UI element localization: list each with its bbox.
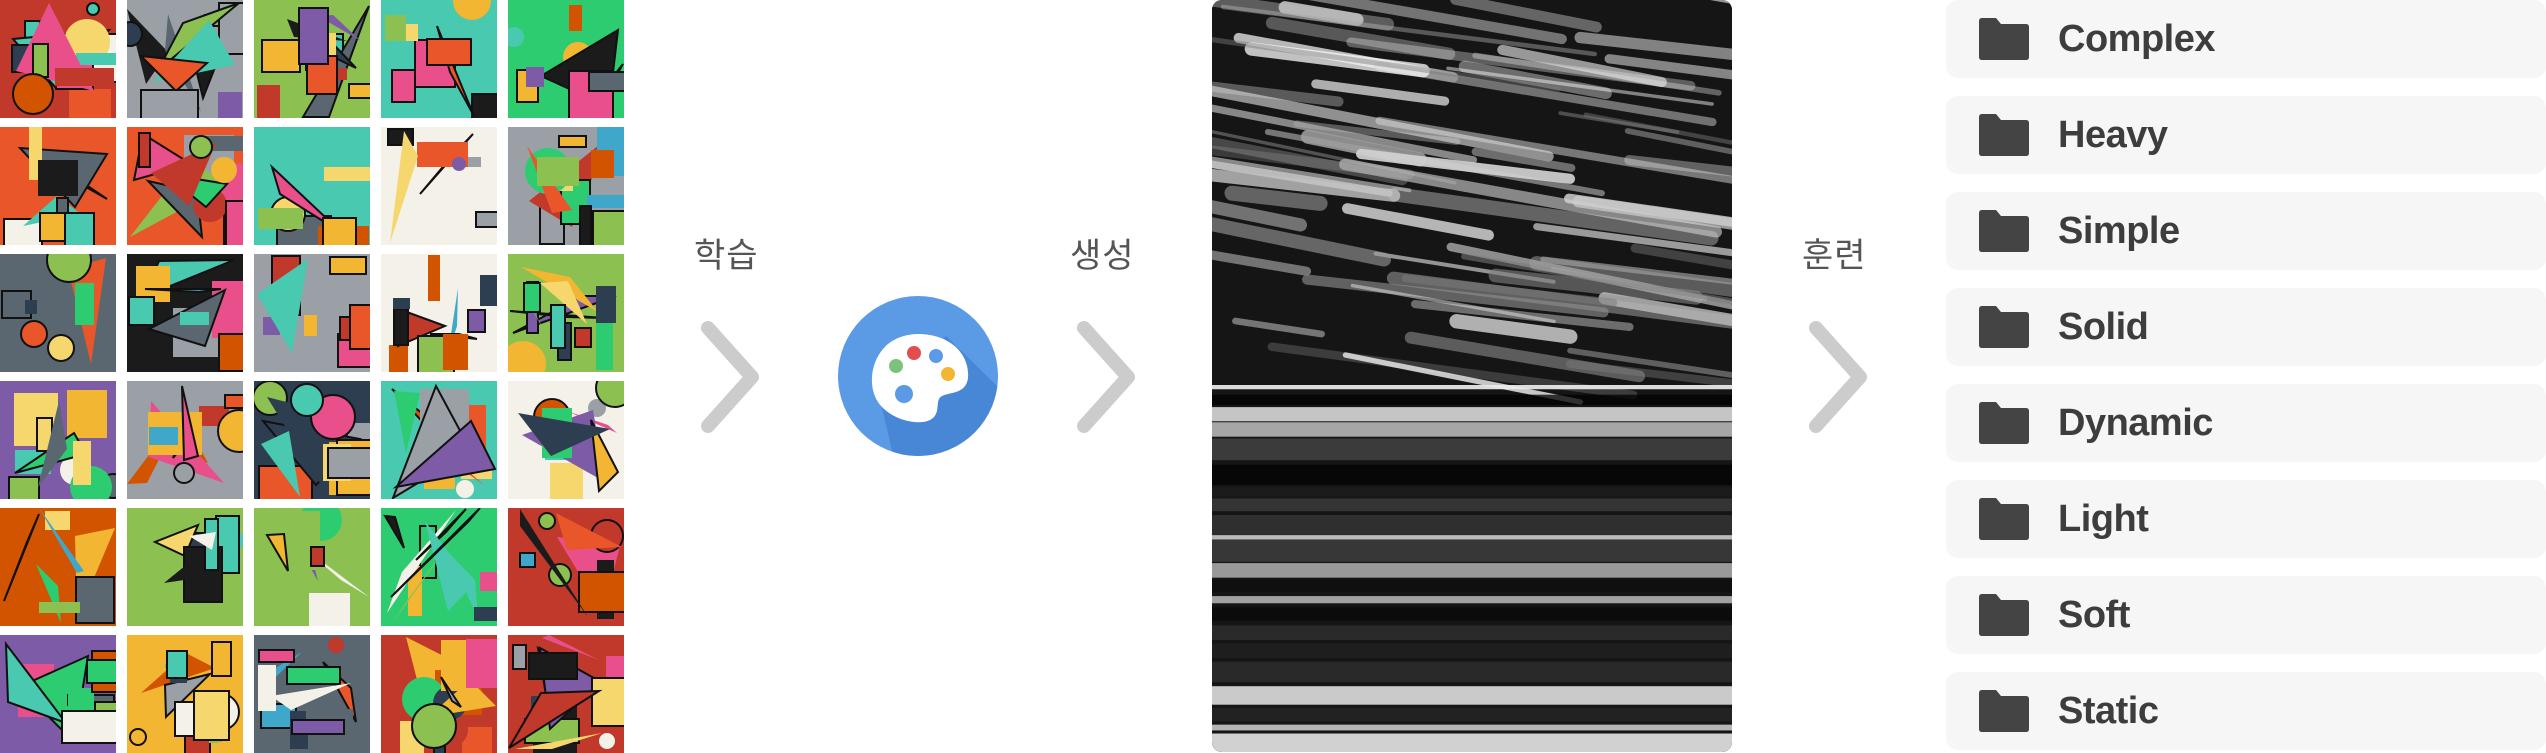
- training-thumbnail: [0, 127, 116, 245]
- step-label-train: 훈련: [1802, 236, 1867, 276]
- palette-icon: [838, 296, 998, 456]
- folder-icon: [1979, 114, 2029, 156]
- chevron-right-icon: [1809, 321, 1867, 433]
- folder-label: Light: [2058, 497, 2149, 540]
- folder-item-solid[interactable]: Solid: [1946, 288, 2546, 366]
- folder-item-light[interactable]: Light: [1946, 480, 2546, 558]
- folder-label: Dynamic: [2058, 401, 2213, 444]
- folder-icon: [1979, 306, 2029, 348]
- training-thumbnail: [381, 0, 497, 118]
- folder-item-heavy[interactable]: Heavy: [1946, 96, 2546, 174]
- folder-item-simple[interactable]: Simple: [1946, 192, 2546, 270]
- training-thumbnail: [381, 508, 497, 626]
- chevron-right-icon: [701, 321, 759, 433]
- chevron-right-icon: [1077, 321, 1135, 433]
- training-thumbnail: [127, 508, 243, 626]
- training-thumbnail: [508, 635, 624, 753]
- folder-label: Simple: [2058, 209, 2180, 252]
- training-thumbnail: [508, 508, 624, 626]
- step-label-generate: 생성: [1070, 236, 1135, 276]
- training-thumbnail: [127, 127, 243, 245]
- folder-icon: [1979, 498, 2029, 540]
- folder-icon: [1979, 594, 2029, 636]
- training-thumbnail: [254, 254, 370, 372]
- training-thumbnail: [127, 0, 243, 118]
- folder-icon: [1979, 402, 2029, 444]
- folder-label: Soft: [2058, 593, 2130, 636]
- training-thumbnail: [254, 0, 370, 118]
- training-thumbnail: [127, 381, 243, 499]
- training-thumbnail: [0, 381, 116, 499]
- training-thumbnail: [254, 381, 370, 499]
- training-image-grid: [0, 0, 624, 753]
- generated-image: [1212, 0, 1732, 752]
- folder-label: Heavy: [2058, 113, 2168, 156]
- training-thumbnail: [508, 0, 624, 118]
- folder-item-dynamic[interactable]: Dynamic: [1946, 384, 2546, 462]
- folder-label: Solid: [2058, 305, 2149, 348]
- training-thumbnail: [381, 635, 497, 753]
- folder-icon: [1979, 18, 2029, 60]
- training-thumbnail: [0, 254, 116, 372]
- training-thumbnail: [127, 635, 243, 753]
- training-thumbnail: [381, 127, 497, 245]
- training-thumbnail: [0, 0, 116, 118]
- training-thumbnail: [254, 508, 370, 626]
- training-thumbnail: [0, 508, 116, 626]
- folder-label: Static: [2058, 689, 2159, 732]
- training-thumbnail: [254, 127, 370, 245]
- step-label-learn: 학습: [694, 236, 759, 276]
- training-thumbnail: [381, 254, 497, 372]
- training-thumbnail: [508, 254, 624, 372]
- folder-icon: [1979, 690, 2029, 732]
- folder-icon: [1979, 210, 2029, 252]
- folder-item-static[interactable]: Static: [1946, 672, 2546, 750]
- folder-item-soft[interactable]: Soft: [1946, 576, 2546, 654]
- training-thumbnail: [381, 381, 497, 499]
- training-thumbnail: [254, 635, 370, 753]
- training-thumbnail: [508, 127, 624, 245]
- training-thumbnail: [0, 635, 116, 753]
- training-thumbnail: [127, 254, 243, 372]
- folder-item-complex[interactable]: Complex: [1946, 0, 2546, 78]
- folder-label: Complex: [2058, 17, 2215, 60]
- training-thumbnail: [508, 381, 624, 499]
